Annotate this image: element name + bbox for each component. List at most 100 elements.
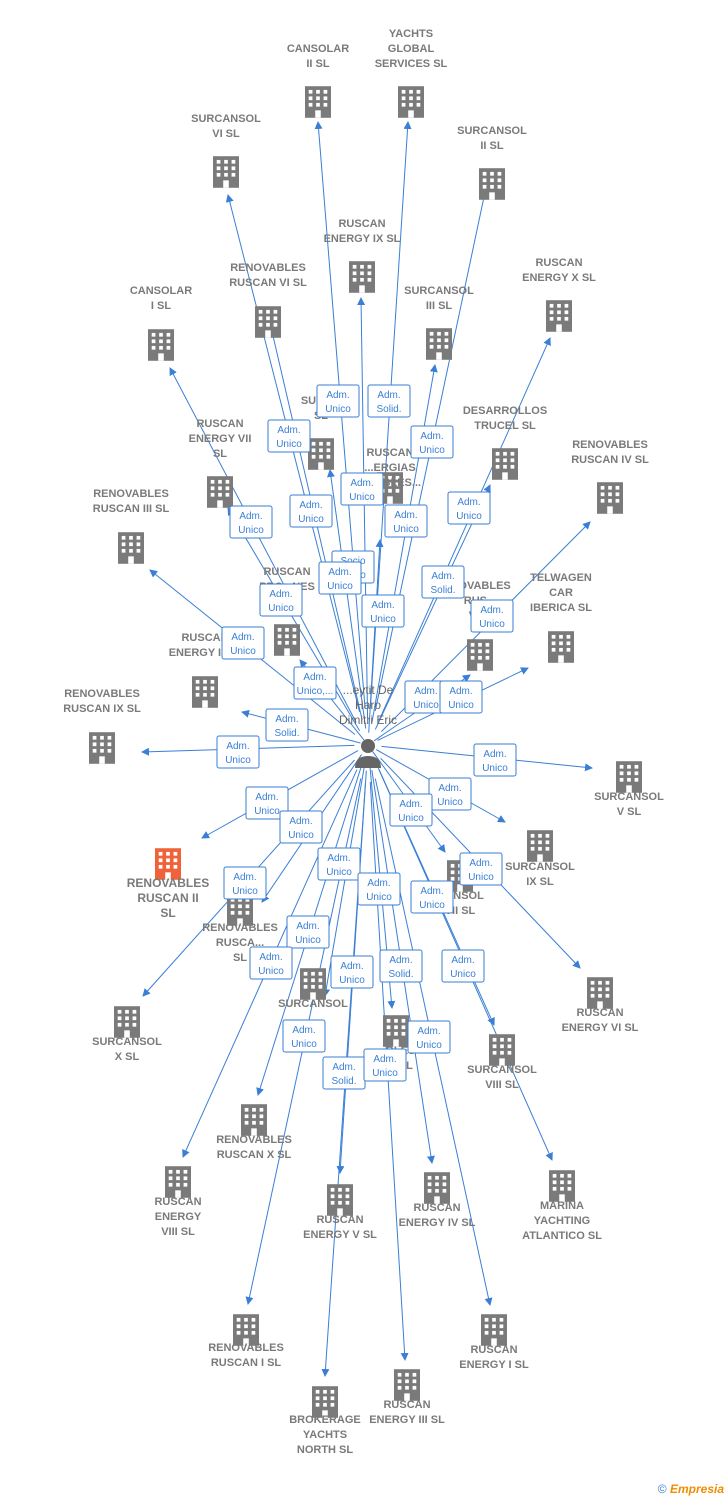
edge-role-box: [410, 880, 454, 914]
brand-logo: Empresia: [669, 1482, 724, 1496]
edge-role-label[interactable]: Adm.Unico: [330, 955, 374, 989]
edge-role-label[interactable]: Adm.Unico: [410, 425, 454, 459]
edge-role-text: Adm.: [231, 632, 254, 643]
edge-role-label[interactable]: Adm.Unico: [473, 743, 517, 777]
edge-role-label[interactable]: Adm.Unico: [279, 810, 323, 844]
edge-role-label[interactable]: Adm.Unico: [407, 1020, 451, 1054]
edge-surc-hidden: [326, 469, 367, 729]
edge-role-label[interactable]: Adm.Unico: [389, 793, 433, 827]
edge-role-box: [223, 866, 267, 900]
edge-role-label[interactable]: Adm.Unico,...: [293, 666, 337, 700]
edge-role-text: Adm.: [296, 921, 319, 932]
edge-role-box: [317, 847, 361, 881]
edge-role-label[interactable]: Adm.Unico: [361, 594, 405, 628]
company-label-line: ENERGY IX SL: [324, 233, 401, 245]
edge-role-label[interactable]: Adm.Unico: [363, 1048, 407, 1082]
edge-role-label[interactable]: Adm.Unico: [216, 735, 260, 769]
edge-role-label[interactable]: Adm.Unico: [428, 777, 472, 811]
copyright: © Empresia: [658, 1482, 724, 1496]
edge-role-label[interactable]: Adm.Unico: [245, 786, 289, 820]
edge-role-label[interactable]: Adm.Unico: [286, 915, 330, 949]
edge-role-text: Adm.: [350, 478, 373, 489]
edge-role-label[interactable]: Adm.Solid.: [367, 384, 411, 418]
center-person[interactable]: ...eytit De Haro Dimitri Eric: [339, 683, 397, 768]
edge-role-box: [282, 1019, 326, 1053]
edge-role-text: Adm.: [399, 799, 422, 810]
edge-role-label[interactable]: Adm.Unico: [410, 880, 454, 914]
edge-role-label[interactable]: Adm.Unico: [441, 949, 485, 983]
edge-role-box: [421, 565, 465, 599]
company-label-line: V SL: [617, 806, 642, 818]
edge-role-label[interactable]: Adm.Unico: [267, 419, 311, 453]
edge-role-label[interactable]: Adm.Solid.: [322, 1056, 366, 1090]
edge-role-label[interactable]: Adm.Unico: [317, 847, 361, 881]
building-icon: [349, 261, 375, 293]
edge-role-label[interactable]: Adm.Unico: [439, 680, 483, 714]
edge-role-text: Unico: [437, 797, 463, 808]
edge-role-label[interactable]: Adm.Solid.: [379, 949, 423, 983]
edge-role-label[interactable]: Adm.Unico: [249, 946, 293, 980]
edge-role-label[interactable]: Adm.Unico: [470, 599, 514, 633]
edge-role-label[interactable]: Adm.Unico: [384, 504, 428, 538]
edge-role-label[interactable]: Adm.Unico: [316, 384, 360, 418]
edge-role-label[interactable]: Adm.Unico: [259, 583, 303, 617]
edge-role-label[interactable]: Adm.Unico: [223, 866, 267, 900]
edge-role-label[interactable]: Adm.Solid.: [421, 565, 465, 599]
edge-role-label[interactable]: Adm.Unico: [340, 472, 384, 506]
building-icon: [546, 300, 572, 332]
edge-role-label[interactable]: Adm.Unico: [289, 494, 333, 528]
edge-role-label[interactable]: Adm.Solid.: [265, 708, 309, 742]
edge-role-text: Adm.: [417, 1026, 440, 1037]
edge-role-text: Solid.: [430, 585, 455, 596]
edge-role-label[interactable]: Adm.Unico: [229, 505, 273, 539]
company-label-line: III SL: [426, 300, 453, 312]
edge-role-text: Unico: [325, 404, 351, 415]
company-node-surcansol-iv[interactable]: SURCANSOL: [278, 968, 348, 1010]
edge-role-label[interactable]: Adm.Unico: [318, 561, 362, 595]
company-label-line: RUSCAN: [154, 1196, 201, 1208]
company-label-line: RUSCAN: [196, 418, 243, 430]
edge-role-label[interactable]: Adm.Unico: [459, 852, 503, 886]
edge-role-label[interactable]: Adm.Unico: [447, 491, 491, 525]
edge-role-label[interactable]: Adm.Unico: [282, 1019, 326, 1053]
edge-role-label[interactable]: Adm.Unico: [357, 872, 401, 906]
company-label-line: CANSOLAR: [287, 43, 349, 55]
person-name-line-1: ...eytit De: [343, 683, 394, 697]
edge-role-label[interactable]: Adm.Unico: [221, 626, 265, 660]
building-icon: [241, 1104, 267, 1136]
person-name-line-3: Dimitri Eric: [339, 713, 397, 727]
edge-role-text: Unico: [232, 886, 258, 897]
